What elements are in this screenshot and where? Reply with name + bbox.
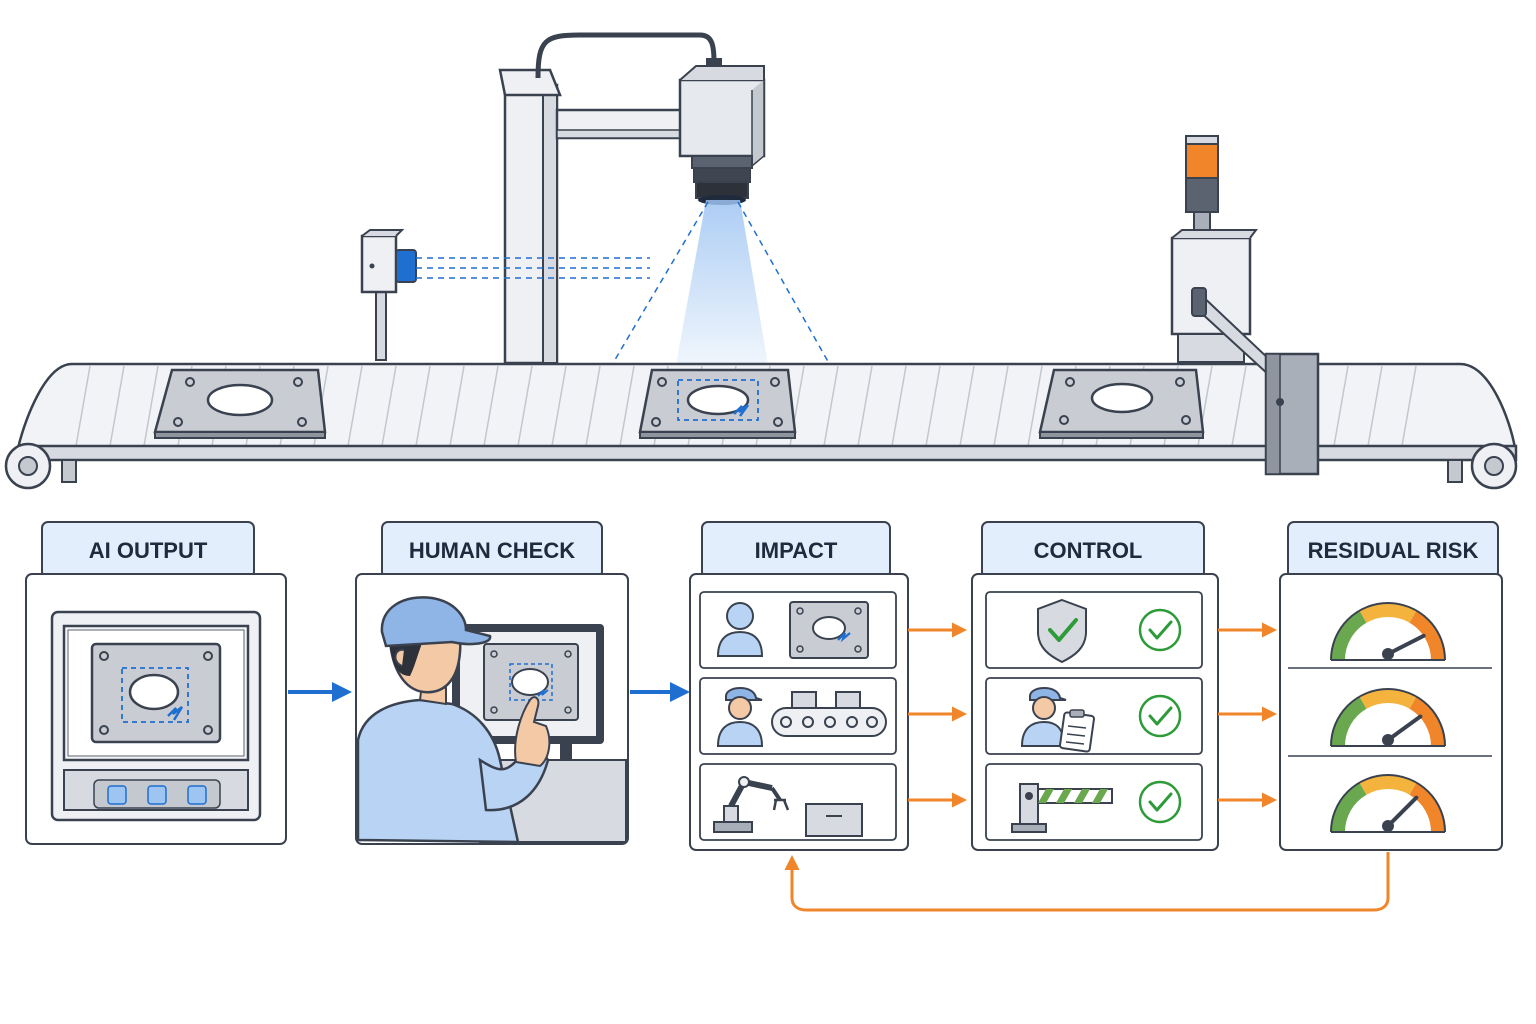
part-plate-3	[1038, 368, 1205, 439]
label-residual-risk: RESIDUAL RISK	[1287, 521, 1499, 579]
gauge-mid-segment	[1359, 603, 1417, 623]
stage-labels: AI OUTPUT HUMAN CHECK IMPACT CONTROL RES…	[41, 521, 1499, 579]
belt-slat	[891, 365, 907, 447]
label-ai-output: AI OUTPUT	[41, 521, 255, 579]
impact-label: IMPACT	[755, 538, 838, 563]
human-check-panel	[355, 573, 629, 845]
conveyor-scene	[4, 32, 1518, 490]
gauge-high-segment	[1409, 696, 1445, 747]
belt-slat	[109, 365, 125, 447]
feedback-loop-arrow	[784, 852, 1390, 912]
reject-pusher-station	[1170, 135, 1320, 476]
gauge-mid-segment	[1359, 775, 1417, 795]
part-plate-inspected	[638, 368, 797, 439]
gauge-high-segment	[1409, 782, 1445, 833]
label-impact: IMPACT	[701, 521, 891, 579]
belt-slat	[959, 365, 975, 447]
barrier-gate-icon	[1011, 783, 1113, 833]
human-check-label: HUMAN CHECK	[409, 538, 575, 563]
gauge-low-segment	[1331, 610, 1367, 661]
belt-slat	[1401, 365, 1417, 447]
check-icon	[1138, 694, 1182, 738]
gauge-needle	[1386, 633, 1426, 656]
belt-slat	[415, 365, 431, 447]
part-plate-1	[153, 368, 327, 439]
check-icon	[1138, 780, 1182, 824]
proximity-sensor	[360, 229, 650, 361]
person-icon	[716, 602, 764, 657]
vision-camera	[678, 65, 766, 205]
belt-slat	[143, 365, 159, 447]
belt-slat	[925, 365, 941, 447]
belt-slat	[75, 365, 91, 447]
monitor-button-3	[187, 785, 207, 805]
belt-slat	[619, 365, 635, 447]
worker-icon	[716, 687, 764, 747]
monitor-button-2	[147, 785, 167, 805]
ai-output-panel	[25, 573, 287, 845]
belt-slat	[449, 365, 465, 447]
belt-slat	[381, 365, 397, 447]
defective-part-icon	[789, 601, 869, 659]
monitor-button-1	[107, 785, 127, 805]
conveyor-line-icon	[771, 691, 887, 737]
belt-slat	[585, 365, 601, 447]
check-icon	[1138, 608, 1182, 652]
belt-slat	[551, 365, 567, 447]
inspector-worker	[356, 596, 551, 844]
inspection-monitor	[50, 610, 262, 822]
belt-slat	[857, 365, 873, 447]
control-label: CONTROL	[1034, 538, 1143, 563]
gauge-low-segment	[1331, 782, 1367, 833]
belt-slat	[1333, 365, 1349, 447]
label-human-check: HUMAN CHECK	[381, 521, 603, 579]
crack-mark	[733, 404, 750, 417]
belt-slat	[823, 365, 839, 447]
gauge-mid-segment	[1359, 689, 1417, 709]
gauge-needle	[1386, 795, 1419, 828]
camera-gantry	[498, 32, 722, 365]
inspector-clipboard-icon	[1020, 687, 1095, 753]
impact-panel	[689, 573, 909, 851]
belt-slat	[1231, 365, 1247, 447]
residual-risk-label: RESIDUAL RISK	[1308, 538, 1479, 563]
shield-check-icon	[1037, 598, 1087, 664]
defect-bounding-box	[677, 379, 759, 421]
robot-arm-icon	[713, 776, 790, 833]
ai-output-label: AI OUTPUT	[89, 538, 208, 563]
belt-slat	[1367, 365, 1383, 447]
warning-light	[1185, 141, 1219, 179]
label-control: CONTROL	[981, 521, 1205, 579]
gauge-icon	[1330, 688, 1446, 747]
residual-risk-panel	[1279, 573, 1503, 851]
belt-slat	[517, 365, 533, 447]
gauge-high-segment	[1409, 610, 1445, 661]
gauge-needle	[1386, 714, 1423, 742]
belt-slat	[483, 365, 499, 447]
control-panel	[971, 573, 1219, 851]
belt-slat	[1027, 365, 1043, 447]
gauge-icon	[1330, 602, 1446, 661]
belt-slat	[993, 365, 1009, 447]
gauge-low-segment	[1331, 696, 1367, 747]
belt-slat	[347, 365, 363, 447]
package-box-icon	[805, 803, 863, 837]
gauge-icon	[1330, 774, 1446, 833]
